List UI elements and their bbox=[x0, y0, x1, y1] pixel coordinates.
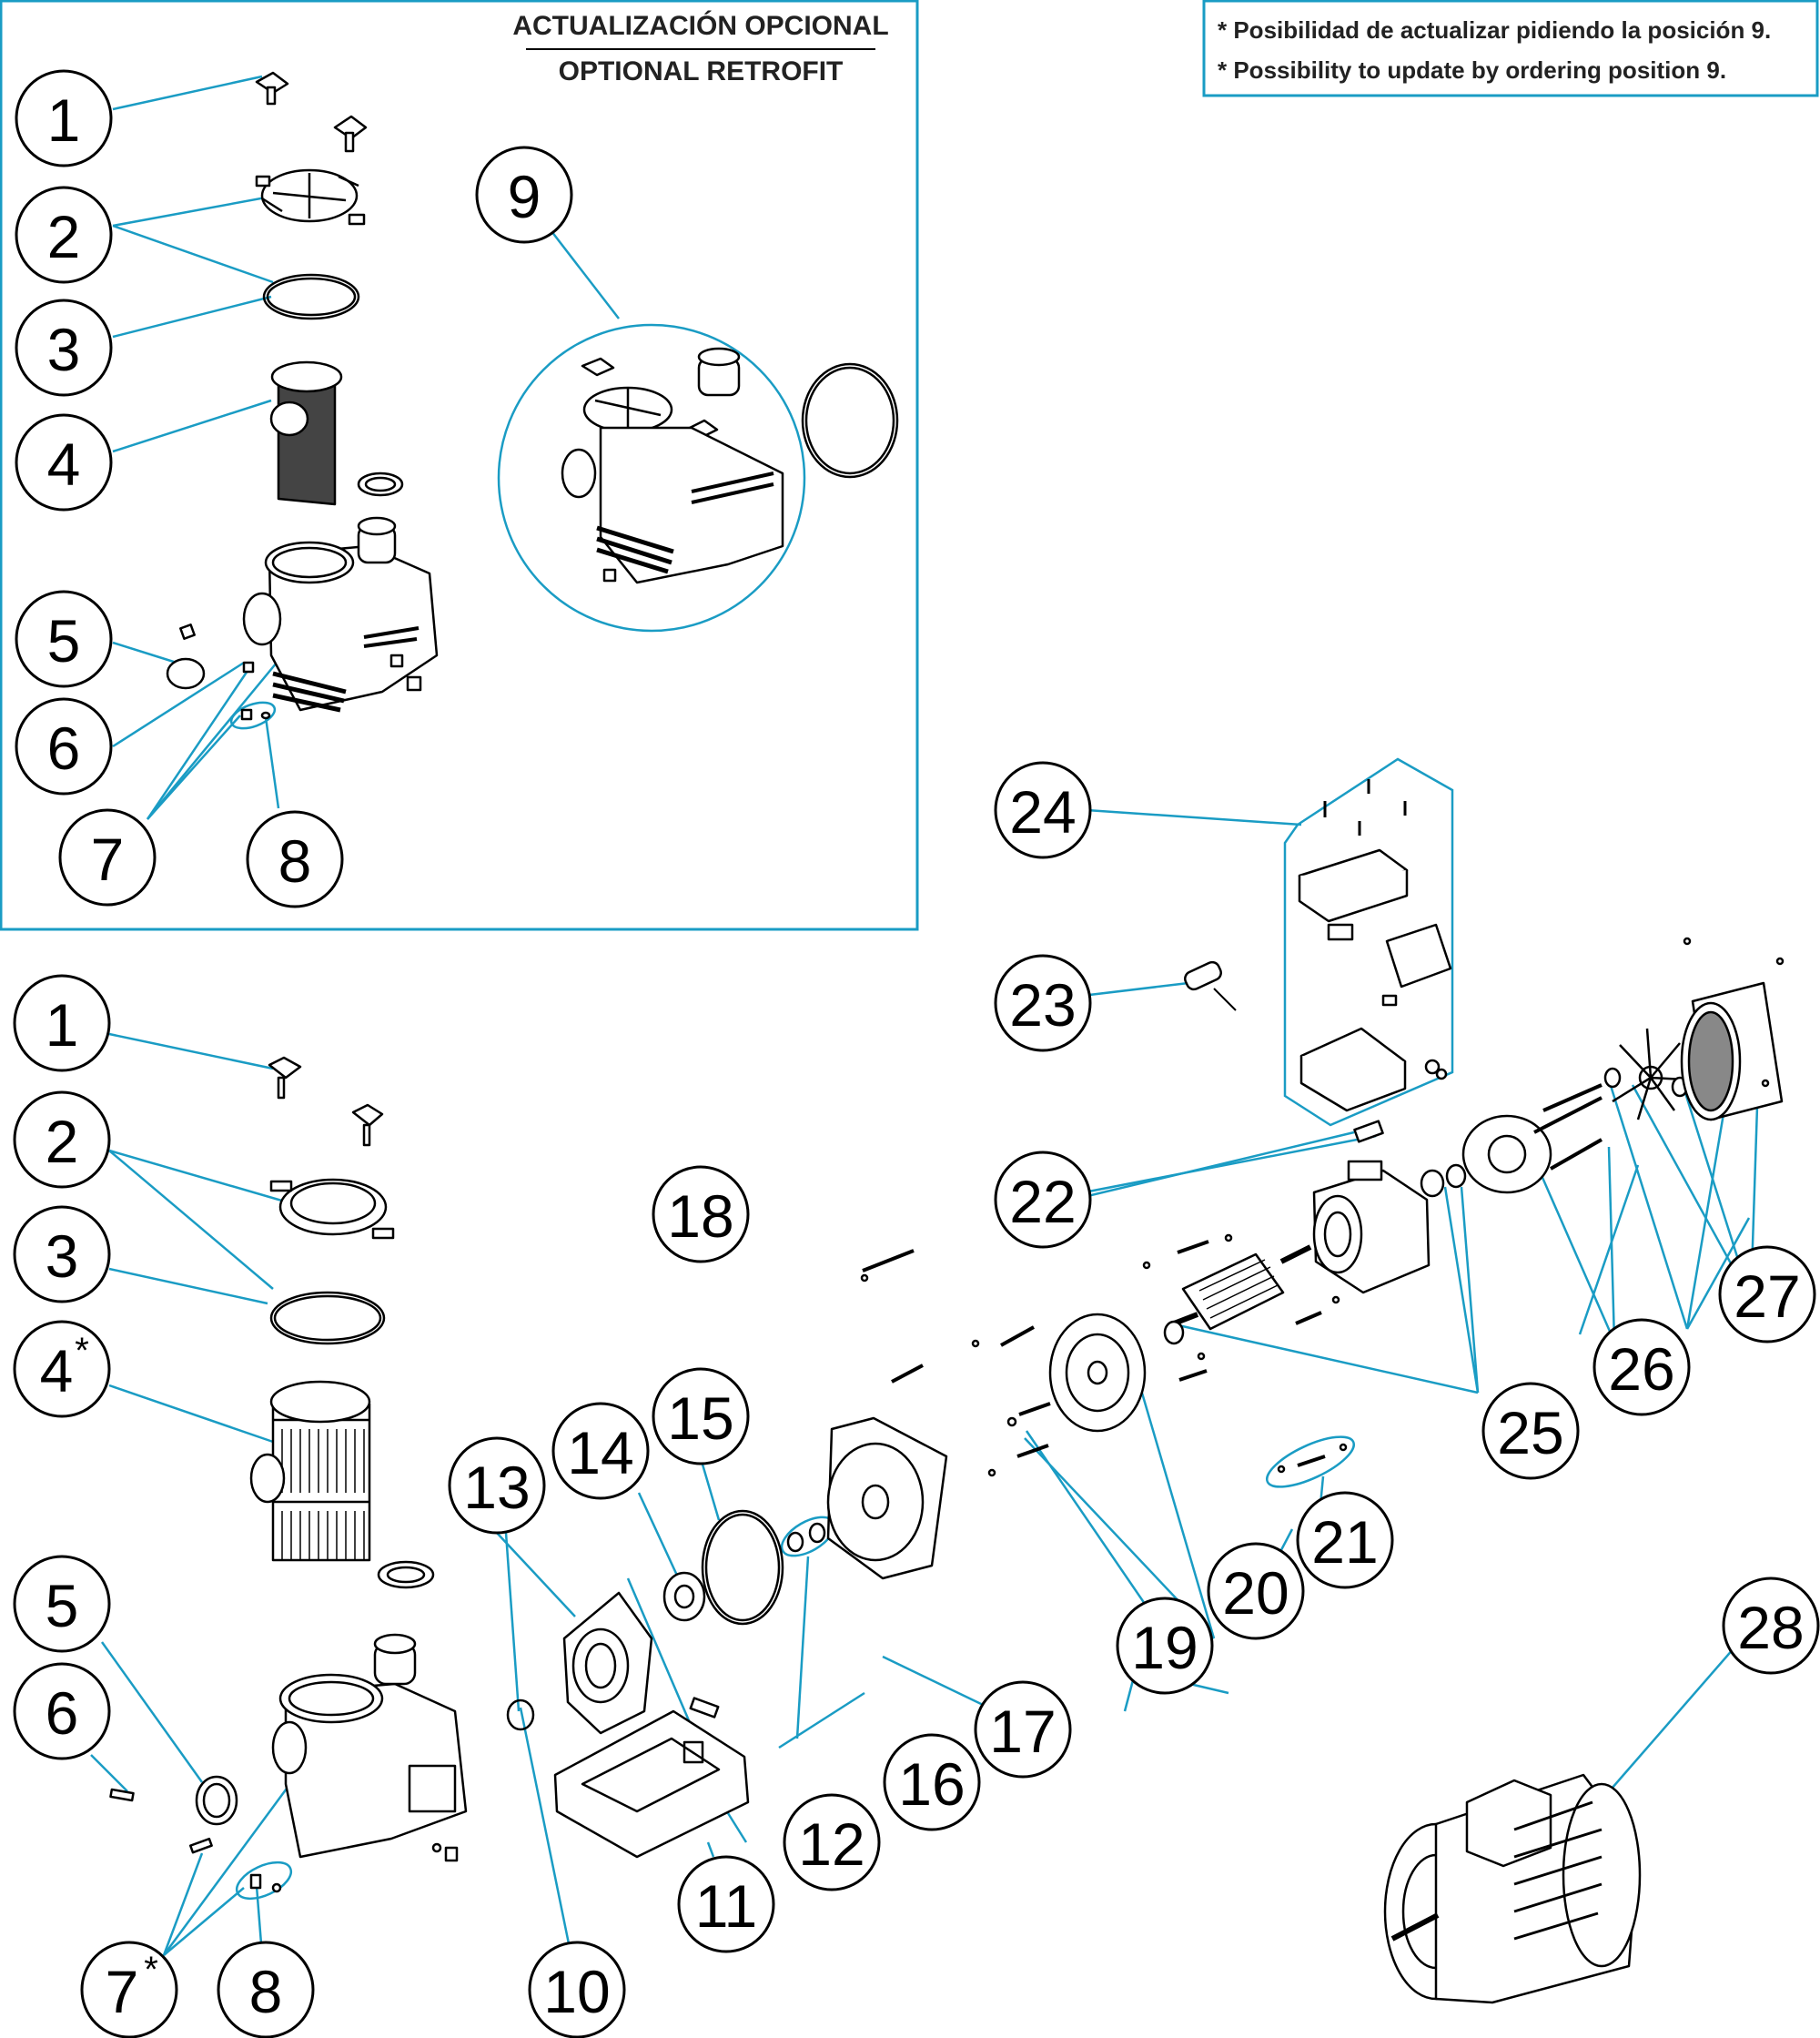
callout-14: 14 bbox=[567, 1419, 633, 1486]
callout-13: 13 bbox=[463, 1454, 530, 1521]
retrofit-callout-3: 3 bbox=[47, 316, 81, 383]
callout-circles bbox=[13, 69, 1820, 2038]
callout-17: 17 bbox=[989, 1698, 1056, 1765]
note-line-es: * Posibilidad de actualizar pidiendo la … bbox=[1218, 16, 1771, 44]
callout-6: 6 bbox=[46, 1679, 79, 1747]
callout-5: 5 bbox=[46, 1572, 79, 1639]
callout-28: 28 bbox=[1737, 1594, 1804, 1661]
retrofit-callout-8: 8 bbox=[278, 827, 312, 895]
callout-10: 10 bbox=[543, 1958, 610, 2025]
oring-drawing bbox=[262, 273, 360, 320]
retrofit-callout-9: 9 bbox=[508, 163, 541, 230]
callout-8: 8 bbox=[249, 1958, 283, 2025]
callout-3: 3 bbox=[46, 1222, 79, 1290]
callout-15: 15 bbox=[667, 1384, 733, 1452]
knob-drawing bbox=[255, 71, 368, 153]
callout-1: 1 bbox=[46, 991, 79, 1059]
retrofit-callout-2: 2 bbox=[47, 203, 81, 270]
callout-7-asterisk: * bbox=[144, 1950, 158, 1990]
note-line-en: * Possibility to update by ordering posi… bbox=[1218, 56, 1726, 84]
callout-27: 27 bbox=[1734, 1262, 1800, 1330]
basket-drawing bbox=[269, 360, 404, 506]
retrofit-callout-6: 6 bbox=[47, 715, 81, 782]
callout-19: 19 bbox=[1131, 1614, 1198, 1681]
callout-22: 22 bbox=[1009, 1168, 1076, 1235]
callout-4: 4 bbox=[40, 1337, 74, 1404]
retrofit-callout-1: 1 bbox=[47, 86, 81, 154]
callout-11: 11 bbox=[695, 1872, 758, 1940]
retrofit-title-es: ACTUALIZACIÓN OPCIONAL bbox=[512, 10, 888, 41]
retrofit-box bbox=[0, 0, 919, 931]
callout-12: 12 bbox=[798, 1810, 864, 1878]
callout-23: 23 bbox=[1009, 971, 1076, 1039]
callout-26: 26 bbox=[1608, 1335, 1674, 1403]
pump-body-drawing bbox=[242, 516, 439, 713]
callout-2: 2 bbox=[46, 1108, 79, 1175]
retrofit-title-en: OPTIONAL RETROFIT bbox=[559, 56, 844, 86]
fan-drawing bbox=[1612, 1028, 1686, 1120]
motor-drawing bbox=[1383, 1773, 1642, 2004]
assembly-9-drawing bbox=[561, 347, 899, 584]
part-drawings bbox=[109, 71, 1785, 2004]
lid-drawing bbox=[255, 168, 366, 226]
callout-16: 16 bbox=[898, 1750, 965, 1818]
callout-7: 7 bbox=[106, 1958, 139, 2025]
callout-20: 20 bbox=[1222, 1559, 1289, 1627]
callout-4-asterisk: * bbox=[75, 1331, 89, 1371]
callout-24: 24 bbox=[1009, 778, 1076, 846]
callout-25: 25 bbox=[1497, 1399, 1563, 1466]
note-box bbox=[1202, 0, 1819, 97]
callout-numbers: 1 2 3 4 5 6 7 8 9 1 2 3 4 * 5 6 7 * 8 10… bbox=[40, 86, 1805, 2025]
retrofit-callout-7: 7 bbox=[91, 826, 125, 893]
callout-21: 21 bbox=[1311, 1508, 1378, 1576]
retrofit-callout-5: 5 bbox=[47, 607, 81, 674]
retrofit-callout-4: 4 bbox=[47, 431, 81, 498]
callout-18: 18 bbox=[667, 1182, 733, 1250]
